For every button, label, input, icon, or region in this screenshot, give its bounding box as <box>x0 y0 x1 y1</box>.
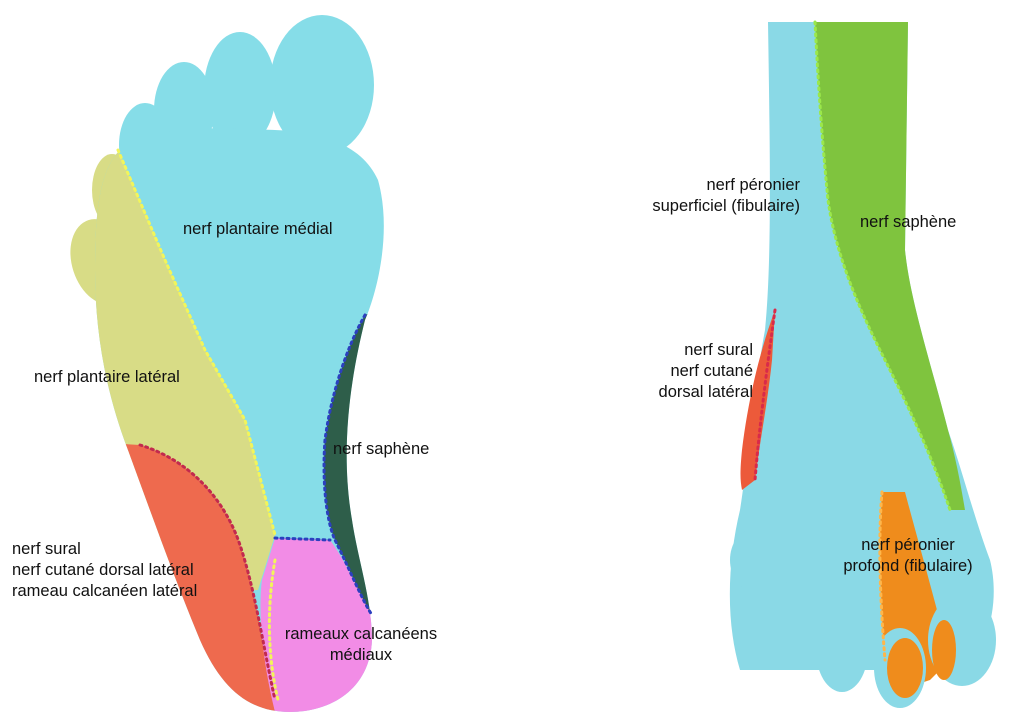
label-superficial-peroneal: nerf péronier superficiel (fibulaire) <box>600 175 800 217</box>
label-lateral-plantar: nerf plantaire latéral <box>34 367 180 388</box>
plantar-foot <box>60 15 400 717</box>
label-sural-plantar: nerf sural nerf cutané dorsal latéral ra… <box>12 539 197 602</box>
dorsal-foot <box>730 22 996 708</box>
label-deep-peroneal: nerf péronier profond (fibulaire) <box>818 535 998 577</box>
label-saphenous-dorsal: nerf saphène <box>860 212 956 233</box>
label-sural-dorsal: nerf sural nerf cutané dorsal latéral <box>600 340 753 403</box>
label-medial-calcaneal: rameaux calcanéens médiaux <box>266 624 456 666</box>
label-medial-plantar: nerf plantaire médial <box>183 219 333 240</box>
label-saphenous-plantar: nerf saphène <box>333 439 429 460</box>
